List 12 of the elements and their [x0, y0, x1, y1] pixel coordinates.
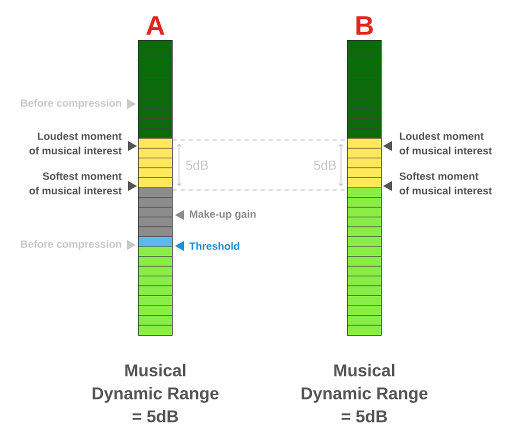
annotation-label: Make-up gain [190, 210, 256, 220]
annotation-label: Softest moment of musical interest [29, 172, 122, 194]
annotation-label: Loudest moment of musical interest [29, 132, 122, 154]
meter-title: A [146, 16, 164, 35]
meter-caption: Musical Dynamic Range = 5dB [92, 364, 219, 422]
annotation-label: Softest moment of musical interest [400, 172, 492, 194]
level-meter [346, 40, 382, 336]
meter-caption: Musical Dynamic Range = 5dB [302, 364, 428, 422]
meter-title: B [356, 16, 373, 35]
annotation-label: Threshold [189, 242, 240, 250]
annotation-label: Loudest moment of musical interest [400, 132, 492, 154]
level-meter [138, 40, 173, 336]
